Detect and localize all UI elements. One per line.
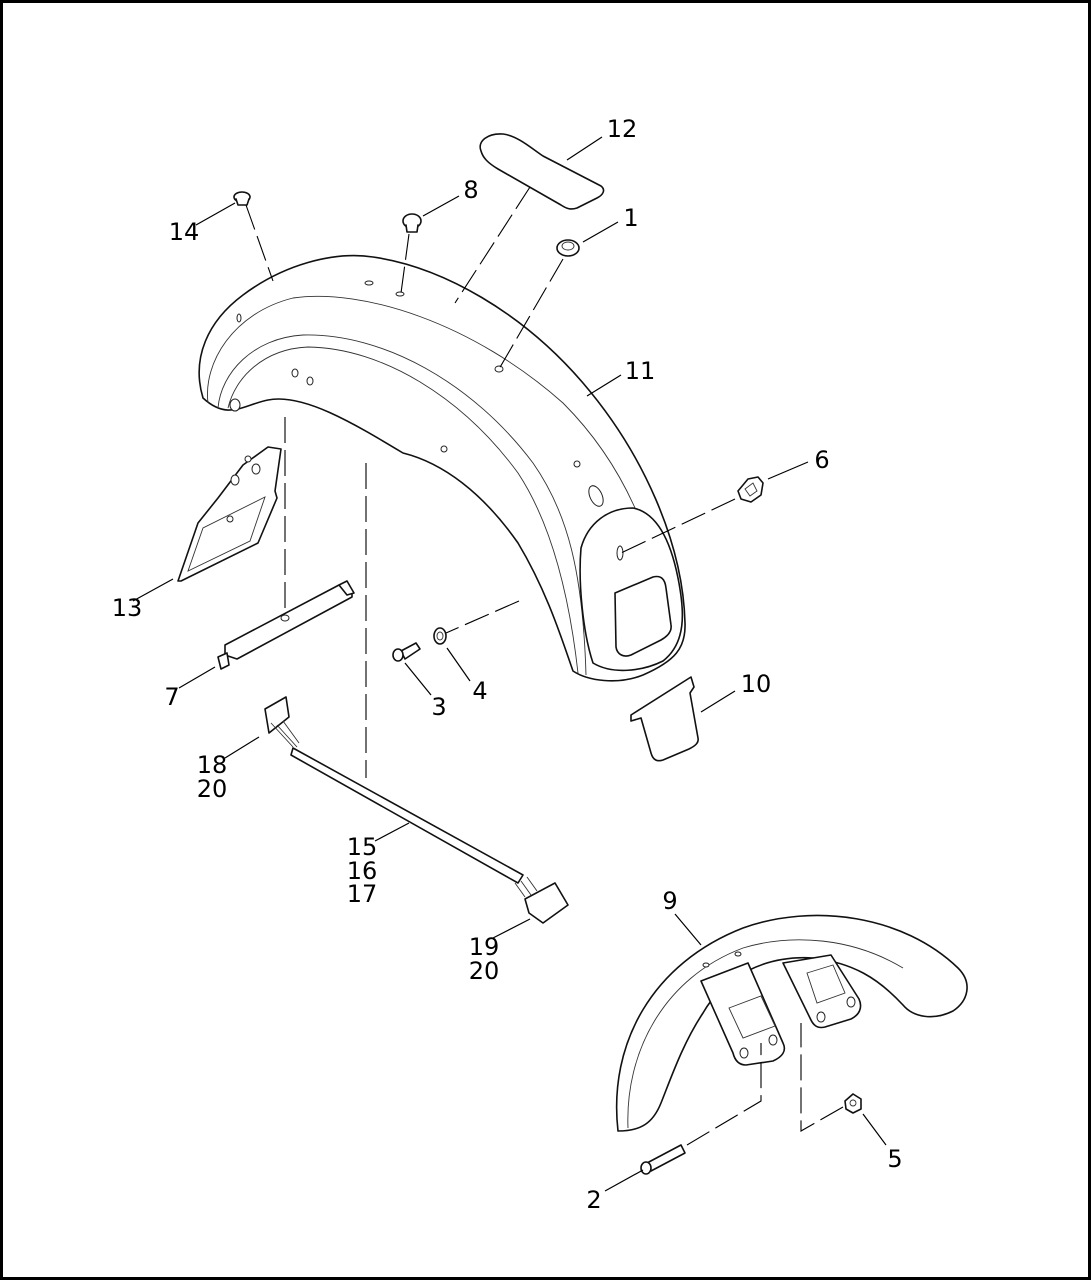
rear-fender xyxy=(198,254,686,682)
harness xyxy=(264,696,569,924)
clip-6 xyxy=(737,476,764,503)
callout-1: 1 xyxy=(623,204,638,232)
callout-13: 13 xyxy=(112,594,143,622)
callout-18: 18 xyxy=(197,751,228,779)
callout-labels: 12 8 1 14 11 6 13 7 3 4 10 18 20 15 16 1… xyxy=(112,115,903,1214)
fender-exploded-view: 12 8 1 14 11 6 13 7 3 4 10 18 20 15 16 1… xyxy=(112,115,968,1214)
leader-lines xyxy=(132,136,887,1192)
callout-20-upper: 20 xyxy=(197,775,228,803)
callout-4: 4 xyxy=(472,677,487,705)
callout-10: 10 xyxy=(741,670,772,698)
callout-20-lower: 20 xyxy=(469,957,500,985)
front-fender xyxy=(615,914,968,1132)
callout-9: 9 xyxy=(662,887,677,915)
plate-10 xyxy=(630,676,699,762)
callout-3: 3 xyxy=(431,693,446,721)
callout-8: 8 xyxy=(463,176,478,204)
plug-8 xyxy=(402,213,422,233)
washer-4 xyxy=(433,627,447,645)
bolt-2 xyxy=(640,1144,686,1175)
callout-19: 19 xyxy=(469,933,500,961)
callout-7: 7 xyxy=(164,683,179,711)
callout-11: 11 xyxy=(625,357,656,385)
alignment-lines xyxy=(245,186,844,1146)
callout-6: 6 xyxy=(814,446,829,474)
plug-1 xyxy=(556,239,580,257)
callout-2: 2 xyxy=(586,1186,601,1214)
screw-3 xyxy=(392,642,421,662)
callout-16: 16 xyxy=(347,857,378,885)
nut-5 xyxy=(844,1093,862,1114)
callout-14: 14 xyxy=(169,218,200,246)
bracket-13 xyxy=(177,446,282,582)
callout-12: 12 xyxy=(607,115,638,143)
callout-15: 15 xyxy=(347,833,378,861)
callout-17: 17 xyxy=(347,880,378,908)
callout-5: 5 xyxy=(887,1145,902,1173)
plug-14 xyxy=(233,191,251,206)
decal-strip xyxy=(479,133,605,210)
strap-7 xyxy=(217,580,355,670)
